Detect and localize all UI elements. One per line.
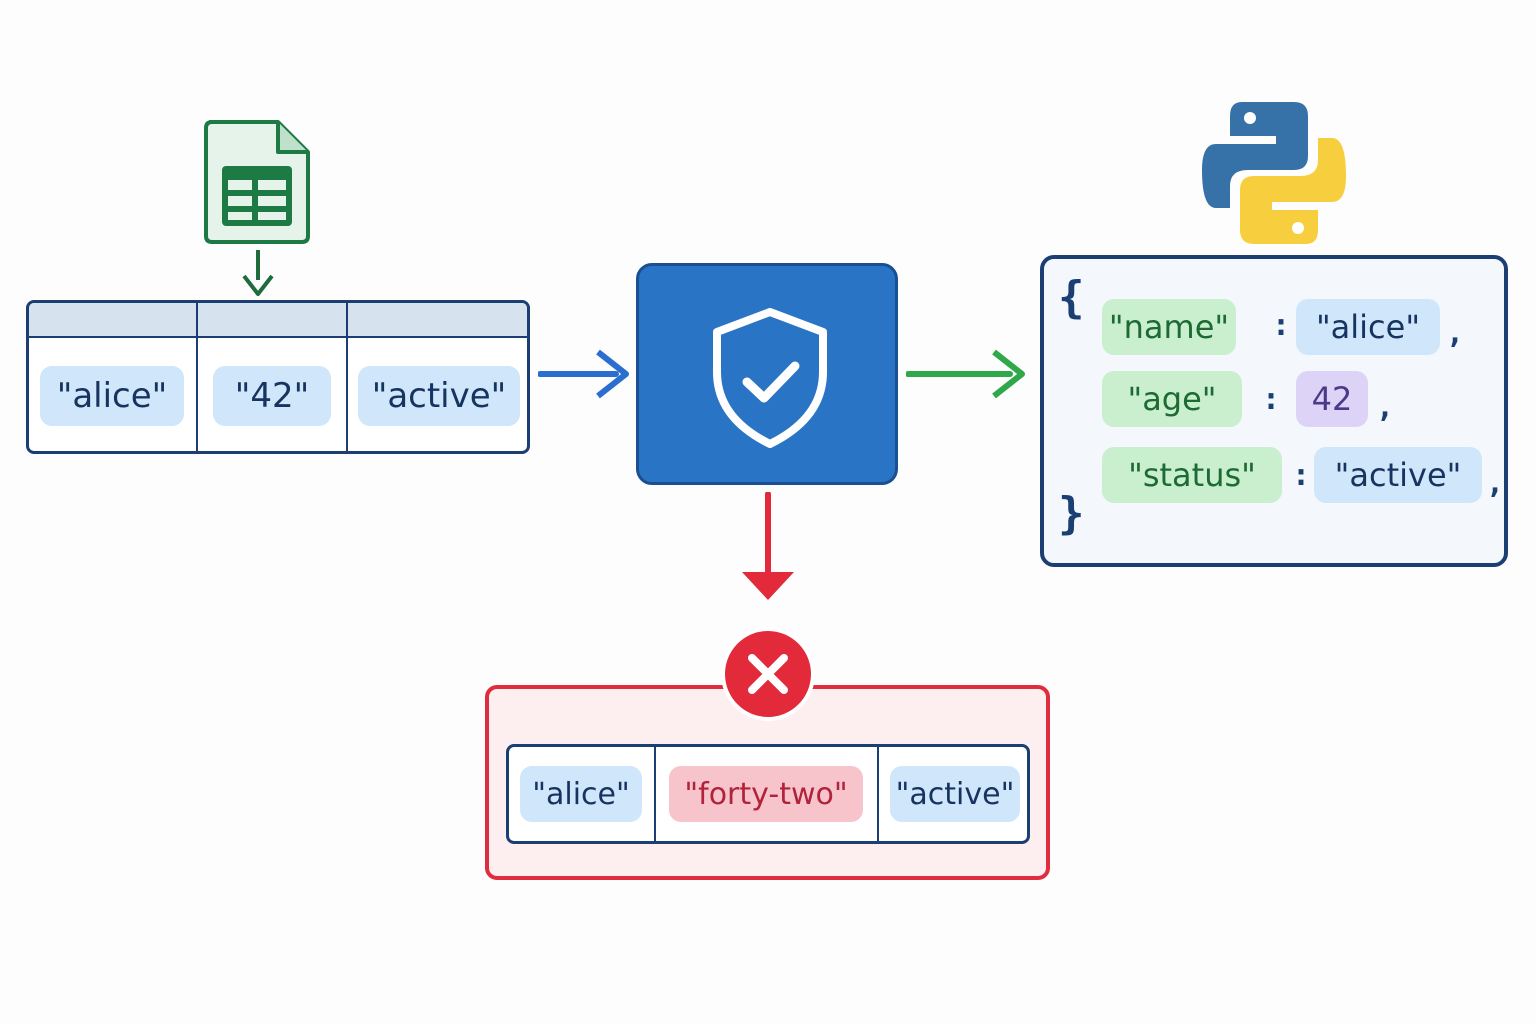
source-to-table-arrow <box>242 250 274 296</box>
spreadsheet-icon <box>204 120 310 244</box>
value-name: "alice" <box>1296 299 1440 355</box>
comma: , <box>1486 466 1505 501</box>
shield-check-icon <box>713 308 827 448</box>
rejected-cell-age-invalid: "forty-two" <box>669 766 863 822</box>
input-cell-name: "alice" <box>40 366 184 426</box>
column-divider <box>654 747 656 841</box>
column-divider <box>346 303 348 451</box>
colon: : <box>1272 308 1291 343</box>
failure-arrow <box>742 492 794 600</box>
success-arrow <box>906 349 1025 399</box>
colon: : <box>1292 458 1311 493</box>
open-brace: { <box>1058 272 1085 323</box>
input-cell-age: "42" <box>213 366 331 426</box>
key-age: "age" <box>1102 371 1242 427</box>
column-divider <box>196 303 198 451</box>
value-status: "active" <box>1314 447 1482 503</box>
comma: , <box>1376 390 1395 425</box>
rejected-cell-status: "active" <box>890 766 1020 822</box>
key-status: "status" <box>1102 447 1282 503</box>
x-circle-icon <box>721 627 815 721</box>
python-logo-icon <box>1202 102 1346 244</box>
validator-box <box>636 263 898 485</box>
input-cell-status: "active" <box>358 366 520 426</box>
table-header <box>29 303 527 338</box>
rejected-cell-name: "alice" <box>520 766 642 822</box>
input-arrow <box>538 349 629 399</box>
comma: , <box>1446 316 1465 351</box>
column-divider <box>877 747 879 841</box>
key-name: "name" <box>1102 299 1236 355</box>
close-brace: } <box>1058 488 1085 539</box>
value-age: 42 <box>1296 371 1368 427</box>
colon: : <box>1262 382 1281 417</box>
